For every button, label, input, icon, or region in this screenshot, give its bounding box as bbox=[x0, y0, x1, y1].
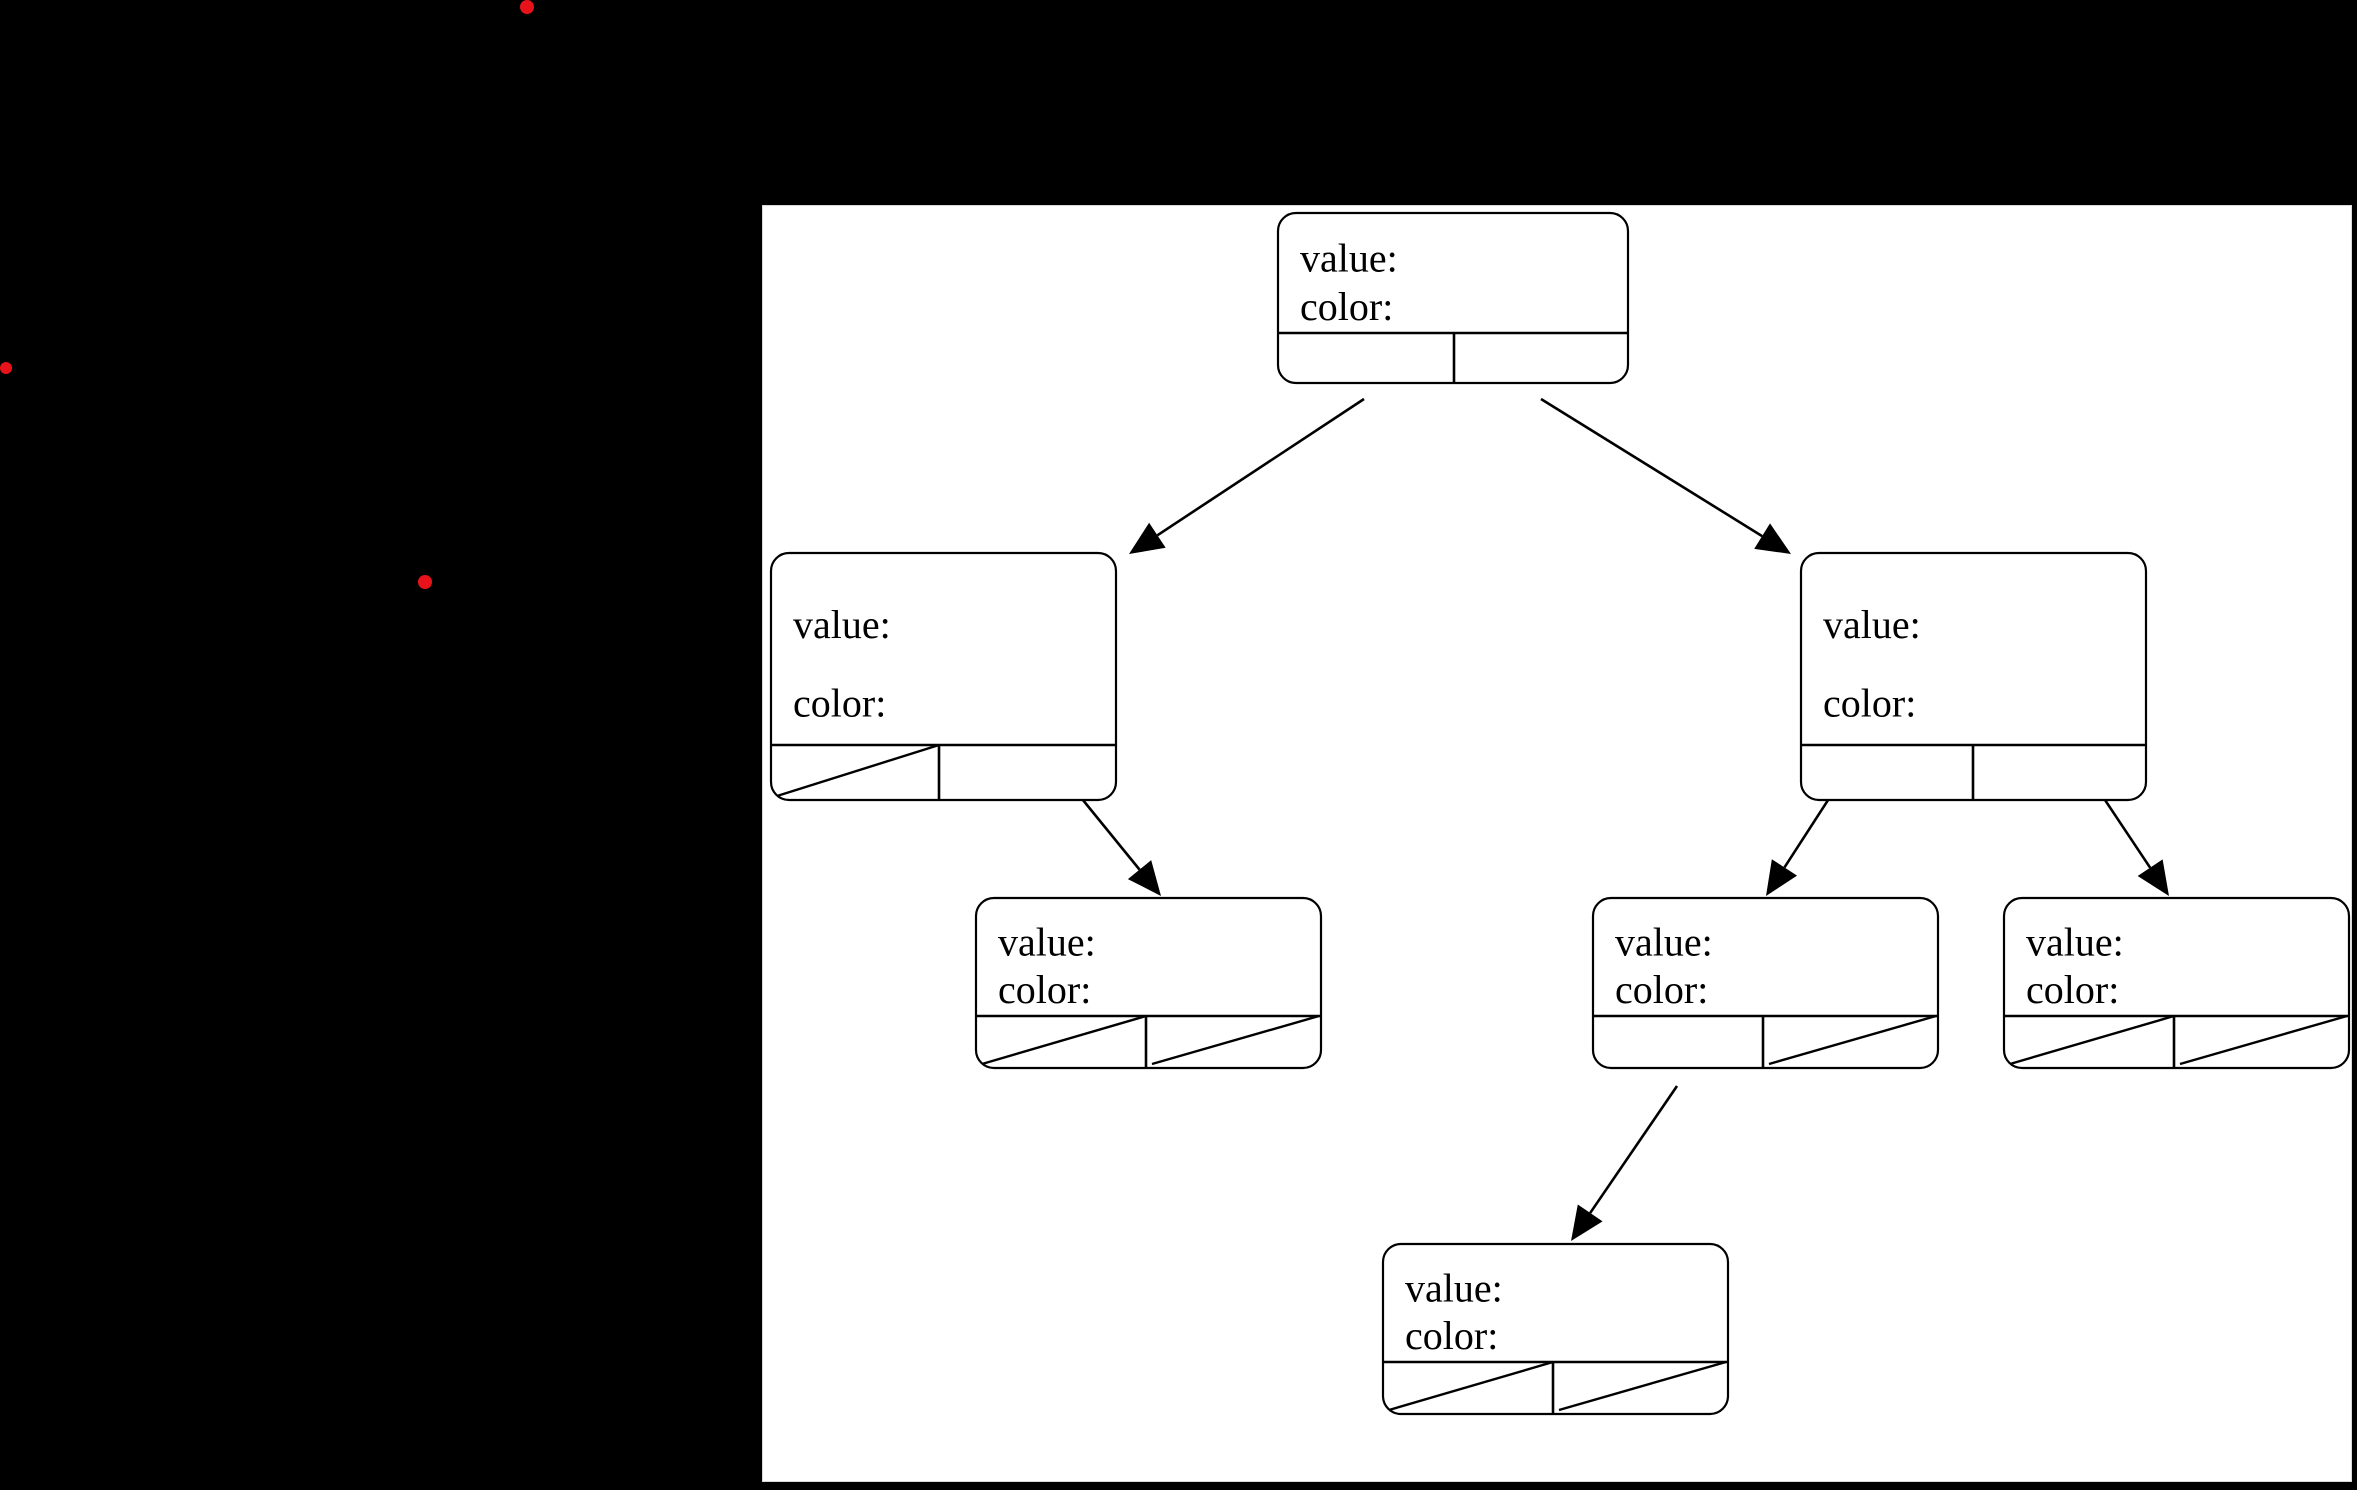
tree-node-right-right-child[interactable]: value:color: bbox=[2002, 896, 2351, 1070]
tree-node-left-box[interactable] bbox=[769, 551, 1118, 802]
edge-left-to-child-arrowhead bbox=[1127, 860, 1161, 896]
edge-root-to-left-shaft bbox=[1156, 397, 1365, 537]
marker-dot-left bbox=[0, 362, 12, 374]
tree-node-right-right-child-left-null-slash bbox=[2009, 1014, 2175, 1066]
tree-node-deep-leaf-color-label: color: bbox=[1405, 1313, 1498, 1358]
tree-node-left-left-null-slash bbox=[776, 743, 940, 798]
tree-node-left-right-child-box[interactable] bbox=[974, 896, 1323, 1070]
tree-node-right-right-child-right-null-slash bbox=[2179, 1014, 2348, 1066]
tree-node-deep-leaf-value-label: value: bbox=[1405, 1266, 1503, 1311]
tree-node-right-left-child-color-label: color: bbox=[1615, 967, 1708, 1012]
tree-node-left-right-child-right-null-slash bbox=[1151, 1014, 1320, 1066]
edge-root-to-right-arrowhead bbox=[1754, 523, 1791, 554]
tree-node-root[interactable]: value:color: bbox=[1276, 211, 1630, 385]
tree-node-right[interactable]: value: color: bbox=[1799, 551, 2148, 802]
tree-node-right-color-label: color: bbox=[1823, 681, 1916, 726]
tree-node-left[interactable]: value: color: bbox=[769, 551, 1118, 802]
tree-node-left-right-child-value-label: value: bbox=[998, 920, 1096, 965]
edge-right-left-child-to-deep-leaf bbox=[1571, 1085, 1679, 1241]
tree-node-left-right-child-color-label: color: bbox=[998, 967, 1091, 1012]
edge-right-to-right-child-arrowhead bbox=[2137, 859, 2169, 896]
tree-node-right-left-child-right-null-slash bbox=[1768, 1014, 1937, 1066]
tree-node-right-right-child-box[interactable] bbox=[2002, 896, 2351, 1070]
diagram-canvas[interactable]: value:color:value:color:value:color:valu… bbox=[762, 205, 2352, 1482]
tree-node-left-value-label: value: bbox=[793, 602, 891, 647]
tree-node-right-left-child-value-label: value: bbox=[1615, 920, 1713, 965]
marker-dot-top bbox=[520, 0, 534, 14]
tree-node-right-left-child[interactable]: value:color: bbox=[1591, 896, 1940, 1070]
tree-node-deep-leaf-box[interactable] bbox=[1381, 1242, 1730, 1416]
tree-node-left-color-label: color: bbox=[793, 681, 886, 726]
tree-node-deep-leaf-right-null-slash bbox=[1558, 1360, 1727, 1412]
tree-node-root-value-label: value: bbox=[1300, 235, 1398, 280]
edge-right-left-child-to-deep-leaf-shaft bbox=[1589, 1085, 1679, 1214]
edge-right-to-left-child-arrowhead bbox=[1766, 859, 1798, 896]
edge-root-to-right-shaft bbox=[1540, 397, 1763, 538]
binary-tree-diagram[interactable]: value:color:value:color:value:color:valu… bbox=[763, 206, 2353, 1483]
marker-dot-middle bbox=[418, 575, 432, 589]
tree-node-right-right-child-value-label: value: bbox=[2026, 920, 2124, 965]
tree-node-root-color-label: color: bbox=[1300, 284, 1393, 329]
edge-root-to-left bbox=[1129, 397, 1365, 554]
edge-right-left-child-to-deep-leaf-arrowhead bbox=[1571, 1204, 1603, 1241]
edge-root-to-left-arrowhead bbox=[1129, 522, 1166, 554]
tree-node-left-right-child[interactable]: value:color: bbox=[974, 896, 1323, 1070]
tree-node-right-right-child-color-label: color: bbox=[2026, 967, 2119, 1012]
edge-root-to-right bbox=[1540, 397, 1791, 554]
tree-node-left-right-child-left-null-slash bbox=[981, 1014, 1147, 1066]
tree-node-deep-leaf[interactable]: value:color: bbox=[1381, 1242, 1730, 1416]
tree-node-deep-leaf-left-null-slash bbox=[1388, 1360, 1554, 1412]
tree-node-right-value-label: value: bbox=[1823, 602, 1921, 647]
tree-node-right-left-child-box[interactable] bbox=[1591, 896, 1940, 1070]
